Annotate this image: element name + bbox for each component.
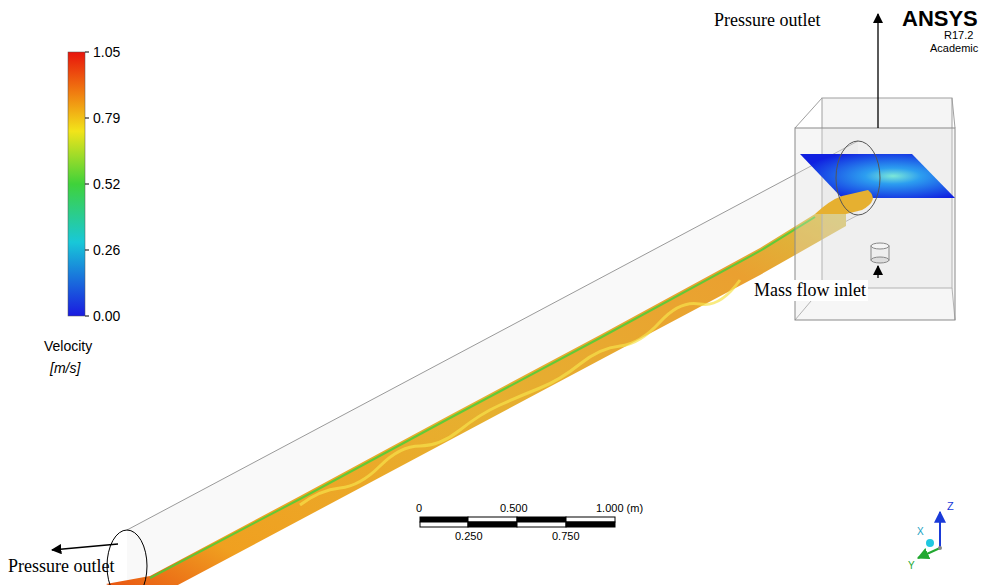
color-bar-value: 0.26 — [93, 242, 120, 258]
color-bar-ticks — [85, 52, 89, 316]
color-bar-title: Velocity — [44, 338, 92, 354]
pipe-edge — [127, 141, 858, 530]
jet-edge — [150, 217, 815, 578]
leader-arrow — [877, 266, 878, 278]
boundary-label: Mass flow inlet — [752, 280, 868, 301]
color-bar-unit: [m/s] — [50, 360, 80, 376]
axis-triad — [918, 512, 942, 558]
scale-bar — [420, 517, 615, 527]
scale-value: 0 — [416, 502, 422, 515]
brand-version: R17.2 — [944, 29, 973, 42]
color-bar-value: 0.00 — [93, 308, 120, 324]
axis-label: Z — [947, 500, 954, 513]
leader-arrow — [52, 544, 118, 550]
color-bar — [68, 52, 85, 316]
brand-logo: ANSYS — [902, 6, 978, 31]
scale-value: 1.000 (m) — [596, 502, 643, 515]
jet-entry — [815, 190, 873, 214]
axis-label: Y — [908, 560, 915, 572]
color-bar-value: 0.79 — [93, 110, 120, 126]
boundary-label: Pressure outlet — [8, 556, 114, 577]
jet-ripple — [300, 280, 740, 505]
pipe-body — [127, 141, 858, 585]
scale-value: 0.750 — [552, 530, 580, 543]
scale-value: 0.500 — [500, 502, 528, 515]
inlet-cylinder — [871, 243, 889, 263]
scale-value: 0.250 — [455, 530, 483, 543]
water-jet — [106, 214, 846, 585]
color-bar-value: 1.05 — [93, 44, 120, 60]
boundary-label: Pressure outlet — [714, 10, 820, 31]
axis-label: X — [917, 526, 924, 538]
brand-edition: Academic — [930, 42, 978, 55]
color-bar-value: 0.52 — [93, 176, 120, 192]
pipe-opening — [836, 141, 880, 215]
leader-arrow — [877, 14, 878, 128]
